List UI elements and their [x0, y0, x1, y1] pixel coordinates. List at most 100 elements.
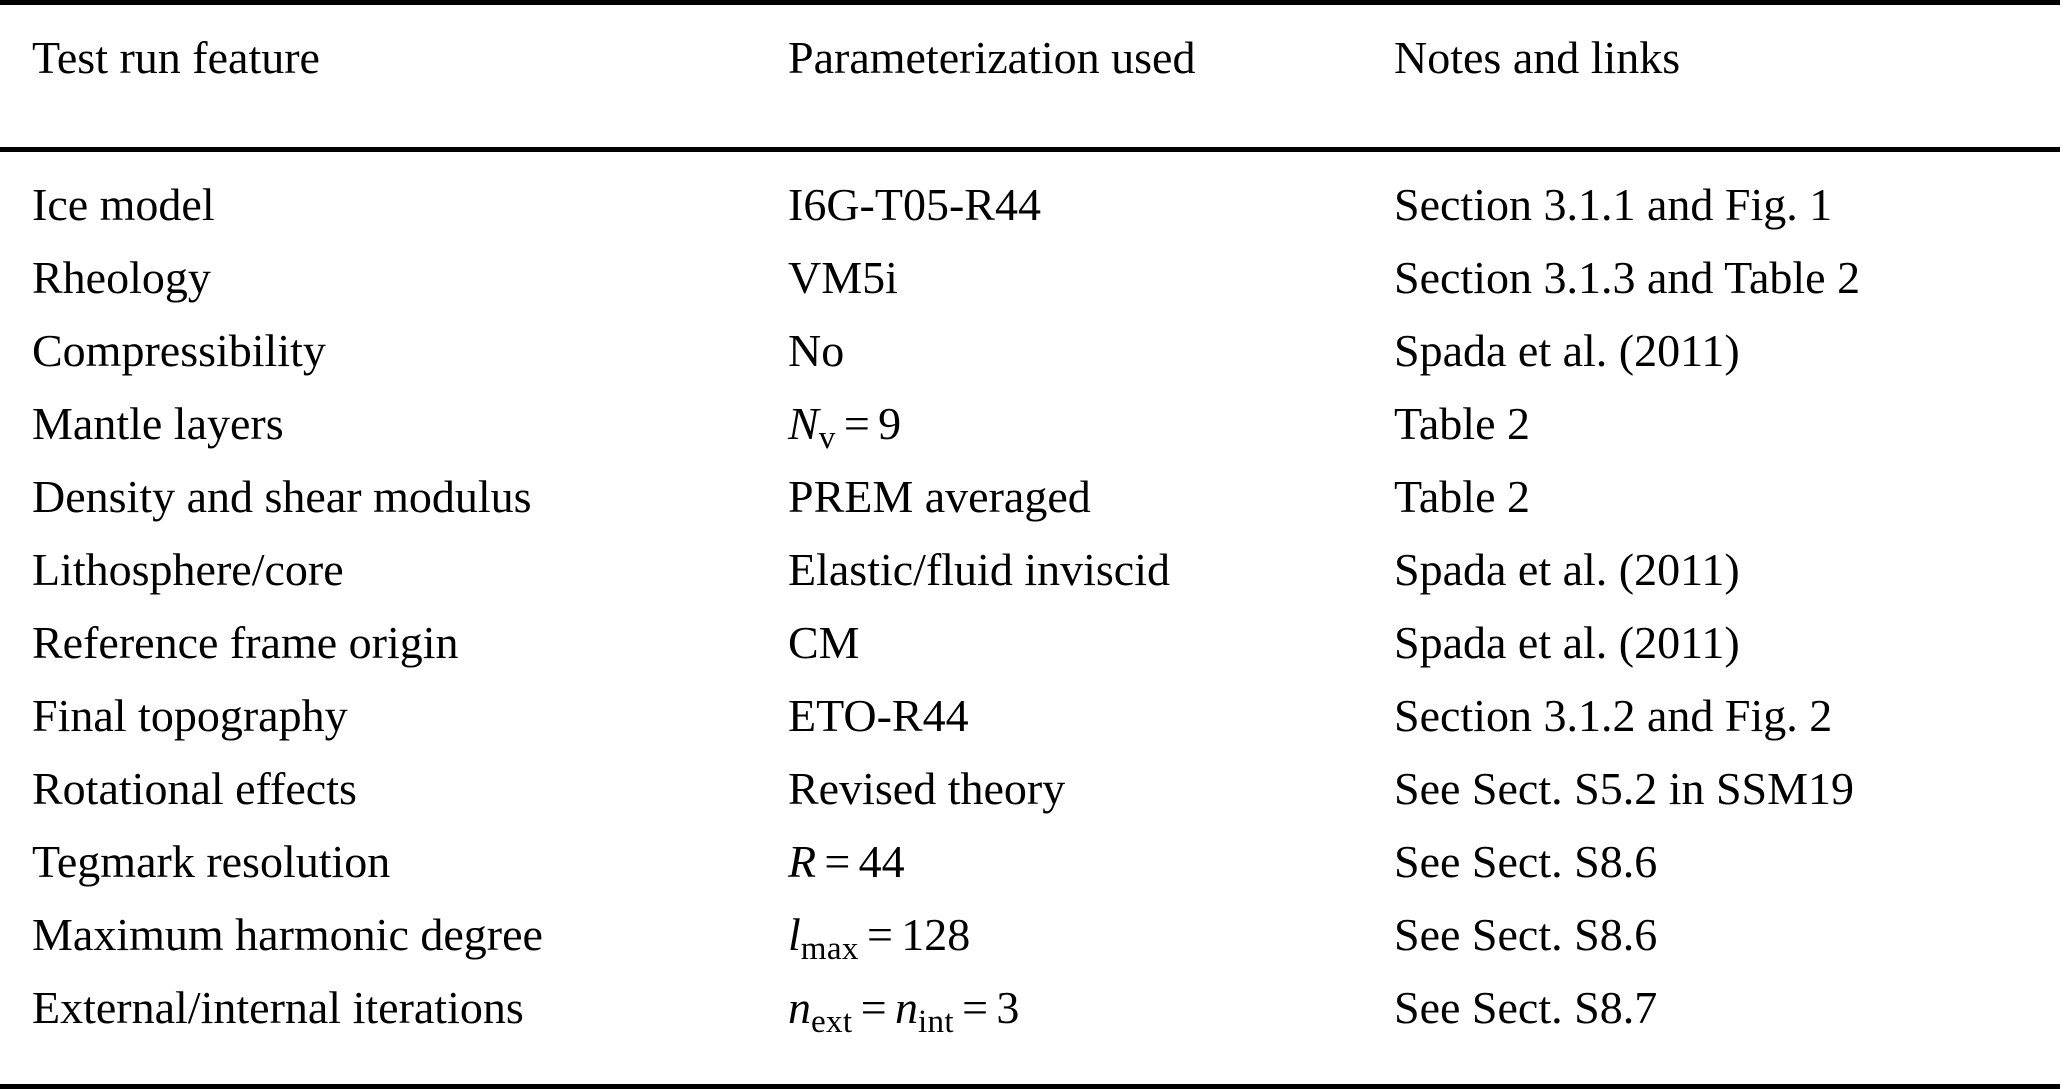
- cell-feature: Ice model: [0, 150, 760, 256]
- feature-text: Compressibility: [32, 325, 326, 376]
- cell-parameterization: VM5i: [760, 255, 1382, 328]
- math-variable-2: n: [894, 982, 918, 1033]
- cell-notes: Spada et al. (2011): [1382, 328, 2060, 401]
- cell-feature: Rotational effects: [0, 766, 760, 839]
- math-operator: =: [843, 398, 870, 449]
- table-row: Maximum harmonic degree lmax=128 See Sec…: [0, 912, 2060, 985]
- math-operator: =: [824, 836, 851, 887]
- cell-parameterization: lmax=128: [760, 912, 1382, 985]
- feature-text: Mantle layers: [32, 398, 284, 449]
- math-variable: n: [788, 982, 811, 1033]
- parameterization-text: Revised theory: [788, 763, 1066, 814]
- notes-text: Section 3.1.3 and Table 2: [1394, 252, 1861, 303]
- cell-notes: Table 2: [1382, 474, 2060, 547]
- cell-parameterization: Elastic/fluid inviscid: [760, 547, 1382, 620]
- cell-parameterization: ETO-R44: [760, 693, 1382, 766]
- cell-feature: Mantle layers: [0, 401, 760, 474]
- feature-text: Rheology: [32, 252, 211, 303]
- parameterization-math: R=44: [760, 839, 1382, 885]
- parameterization-math: lmax=128: [760, 909, 1382, 966]
- cell-feature: Maximum harmonic degree: [0, 912, 760, 985]
- table-row: Rheology VM5i Section 3.1.3 and Table 2: [0, 255, 2060, 328]
- parameterization-text: ETO-R44: [788, 690, 969, 741]
- math-subscript: ext: [811, 1003, 853, 1041]
- math-subscript: v: [818, 419, 836, 457]
- feature-text: Lithosphere/core: [32, 544, 344, 595]
- parameterization-text: No: [788, 325, 845, 376]
- notes-text: See Sect. S5.2 in SSM19: [1394, 763, 1855, 814]
- cell-notes: Spada et al. (2011): [1382, 547, 2060, 620]
- cell-parameterization: PREM averaged: [760, 474, 1382, 547]
- math-variable: N: [788, 398, 819, 449]
- cell-parameterization: R=44: [760, 839, 1382, 912]
- cell-notes: See Sect. S8.6: [1382, 839, 2060, 912]
- cell-feature: Lithosphere/core: [0, 547, 760, 620]
- cell-notes: Table 2: [1382, 401, 2060, 474]
- feature-text: Final topography: [32, 690, 348, 741]
- table-row: Final topography ETO-R44 Section 3.1.2 a…: [0, 693, 2060, 766]
- column-header-notes: Notes and links: [1382, 3, 2060, 150]
- cell-parameterization: Nv=9: [760, 401, 1382, 474]
- notes-text: See Sect. S8.6: [1394, 909, 1658, 960]
- math-value: 128: [901, 909, 971, 960]
- notes-text: Spada et al. (2011): [1394, 325, 1740, 376]
- table-row: Compressibility No Spada et al. (2011): [0, 328, 2060, 401]
- column-header-notes-label: Notes and links: [1394, 32, 1681, 83]
- parameterization-text: CM: [788, 617, 860, 668]
- cell-feature: Compressibility: [0, 328, 760, 401]
- table-row: Lithosphere/core Elastic/fluid inviscid …: [0, 547, 2060, 620]
- cell-parameterization: next=nint=3: [760, 985, 1382, 1087]
- table-row: Density and shear modulus PREM averaged …: [0, 474, 2060, 547]
- cell-parameterization: No: [760, 328, 1382, 401]
- cell-feature: External/internal iterations: [0, 985, 760, 1087]
- cell-notes: Section 3.1.2 and Fig. 2: [1382, 693, 2060, 766]
- notes-text: Section 3.1.2 and Fig. 2: [1394, 690, 1833, 741]
- cell-notes: See Sect. S8.7: [1382, 985, 2060, 1087]
- table-row: Mantle layers Nv=9 Table 2: [0, 401, 2060, 474]
- math-subscript: max: [800, 930, 859, 968]
- parameterization-text: VM5i: [788, 252, 898, 303]
- math-subscript-2: int: [917, 1003, 954, 1041]
- math-value: 44: [858, 836, 905, 887]
- table-row: Ice model I6G-T05-R44 Section 3.1.1 and …: [0, 150, 2060, 256]
- feature-text: Ice model: [32, 179, 215, 230]
- math-operator: =: [867, 909, 893, 960]
- math-variable: R: [788, 836, 817, 887]
- math-variable: l: [788, 909, 801, 960]
- notes-text: Section 3.1.1 and Fig. 1: [1394, 179, 1833, 230]
- cell-notes: Section 3.1.1 and Fig. 1: [1382, 150, 2060, 256]
- feature-text: Rotational effects: [32, 763, 357, 814]
- cell-notes: See Sect. S8.6: [1382, 912, 2060, 985]
- notes-text: See Sect. S8.6: [1394, 836, 1658, 887]
- cell-feature: Density and shear modulus: [0, 474, 760, 547]
- column-header-feature-label: Test run feature: [32, 32, 320, 83]
- parameterization-text: Elastic/fluid inviscid: [788, 544, 1170, 595]
- parameterization-math: next=nint=3: [760, 982, 1382, 1039]
- cell-feature: Final topography: [0, 693, 760, 766]
- cell-feature: Rheology: [0, 255, 760, 328]
- cell-notes: See Sect. S5.2 in SSM19: [1382, 766, 2060, 839]
- feature-text: Maximum harmonic degree: [32, 909, 543, 960]
- math-operator: =: [860, 982, 887, 1033]
- cell-feature: Tegmark resolution: [0, 839, 760, 912]
- cell-notes: Section 3.1.3 and Table 2: [1382, 255, 2060, 328]
- column-header-feature: Test run feature: [0, 3, 760, 150]
- parameterization-math: Nv=9: [760, 398, 1382, 455]
- math-value: 9: [878, 398, 902, 449]
- feature-text: External/internal iterations: [32, 982, 524, 1033]
- cell-notes: Spada et al. (2011): [1382, 620, 2060, 693]
- table-row: Reference frame origin CM Spada et al. (…: [0, 620, 2060, 693]
- column-header-parameterization-label: Parameterization used: [788, 32, 1196, 83]
- feature-text: Reference frame origin: [32, 617, 459, 668]
- header-row: Test run feature Parameterization used N…: [0, 2, 2060, 150]
- parameterization-text: I6G-T05-R44: [788, 179, 1041, 230]
- table-row: External/internal iterations next=nint=3…: [0, 985, 2060, 1087]
- table-body: Ice model I6G-T05-R44 Section 3.1.1 and …: [0, 150, 2060, 1087]
- cell-parameterization: Revised theory: [760, 766, 1382, 839]
- notes-text: Table 2: [1394, 471, 1531, 522]
- feature-text: Tegmark resolution: [32, 836, 391, 887]
- math-value: 3: [996, 982, 1020, 1033]
- table-row: Rotational effects Revised theory See Se…: [0, 766, 2060, 839]
